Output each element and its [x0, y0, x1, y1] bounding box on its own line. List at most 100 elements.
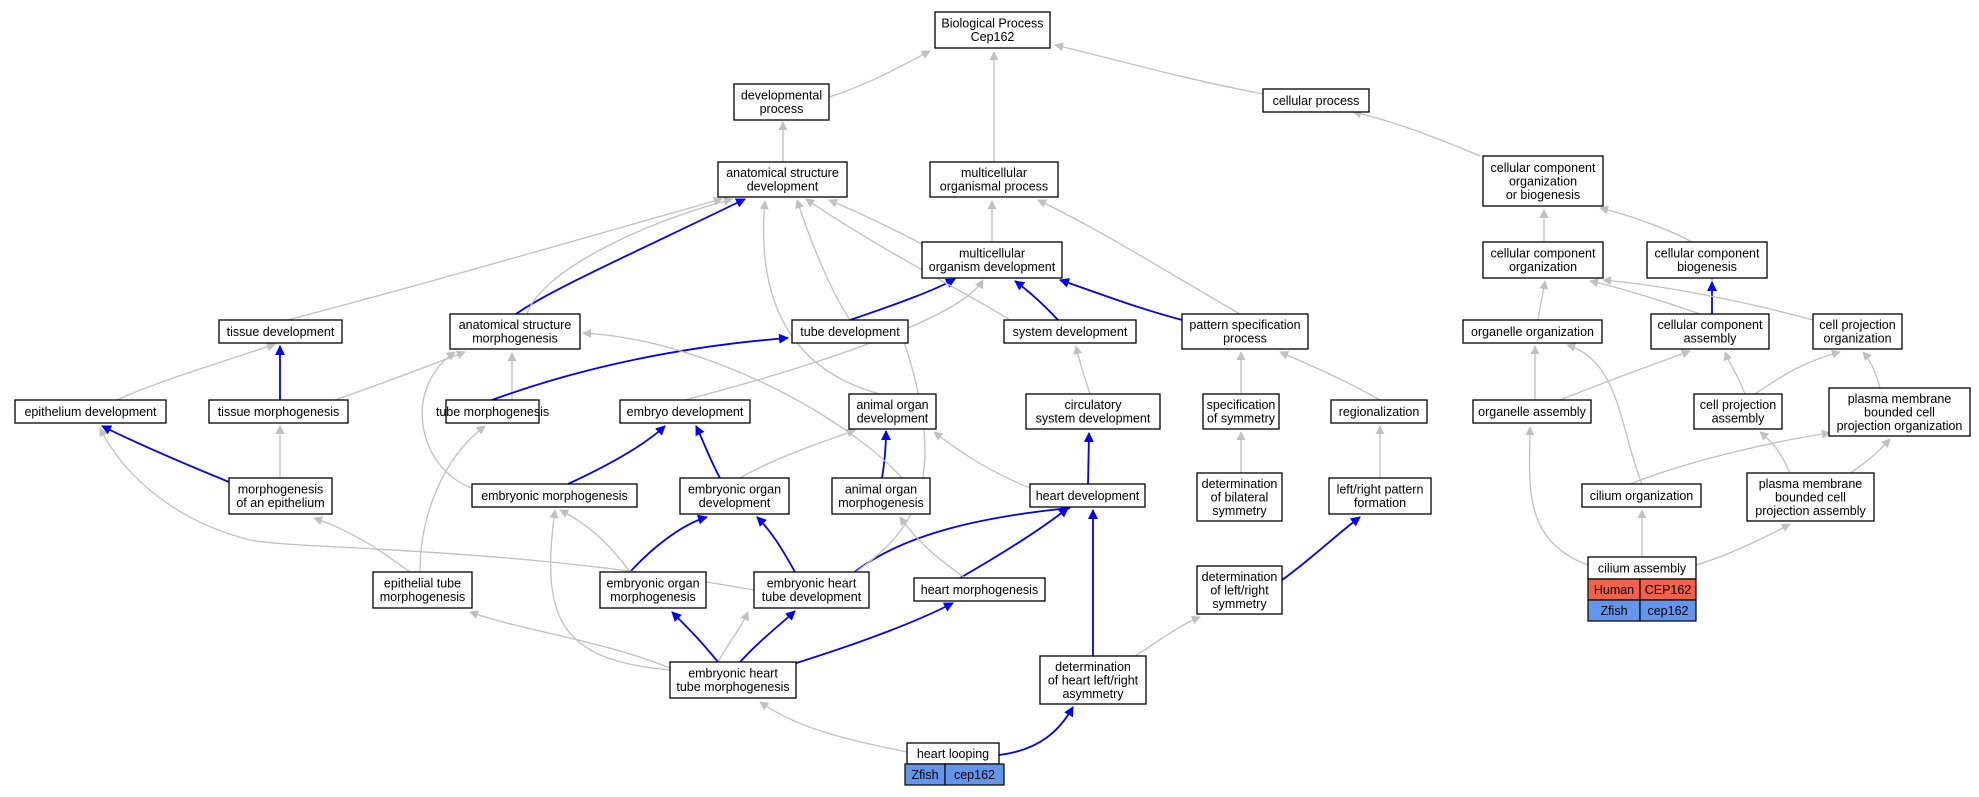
node-co[interactable]: cilium organization [1581, 483, 1702, 508]
node-label-line: formation [1354, 496, 1406, 510]
node-box [599, 571, 707, 609]
node-box [1196, 472, 1283, 522]
node-label-line: multicellular [959, 247, 1025, 261]
node-label-line: tube morphogenesis [676, 680, 789, 694]
node-hd[interactable]: heart development [1029, 483, 1146, 508]
node-tis[interactable]: tissue development [218, 319, 343, 344]
edge-dev-0 [828, 50, 931, 98]
node-tmo[interactable]: tissue morphogenesis [208, 399, 349, 424]
edge-tis-12 [286, 196, 723, 321]
node-box [848, 393, 937, 430]
node-label-line: plasma membrane [1848, 392, 1952, 406]
node-hl[interactable]: heart looping [906, 742, 1000, 765]
node-box [14, 399, 167, 424]
node-oa[interactable]: organelle assembly [1472, 399, 1592, 424]
node-label: tube morphogenesis [436, 405, 549, 419]
edge-ehtd-58 [756, 516, 796, 573]
node-box [1650, 313, 1770, 350]
node-label-line: animal organ [845, 483, 917, 497]
node-label-line: cilium organization [1590, 489, 1694, 503]
node-box [1482, 155, 1604, 207]
node-ca[interactable]: cilium assembly [1587, 556, 1697, 580]
node-box [1202, 393, 1280, 430]
node-tube[interactable]: tube development [791, 319, 909, 344]
edge-eom-56 [629, 514, 708, 573]
node-tubm[interactable]: tube morphogenesis [436, 399, 549, 424]
node-box [679, 477, 790, 515]
edge-cpo-22 [1602, 276, 1814, 321]
node-label-line: anatomical structure [726, 166, 839, 180]
node-label-line: determination [1202, 570, 1278, 584]
node-epi[interactable]: epithelium development [14, 399, 167, 424]
node-emb[interactable]: embryo development [619, 399, 751, 424]
gene-label: cep162 [954, 768, 995, 782]
node-label-line: organization [1509, 260, 1577, 274]
edge-aod-29 [759, 200, 881, 395]
node-label: heart looping [917, 747, 989, 761]
node-label-line: embryonic heart [767, 577, 857, 591]
edges [99, 42, 1891, 756]
edge-pmba-52 [1759, 431, 1791, 474]
edge-circ-30 [1073, 345, 1091, 395]
gene-label: CEP162 [1645, 583, 1692, 597]
node-embm[interactable]: embryonic morphogenesis [471, 483, 638, 508]
node-label-line: embryonic morphogenesis [481, 489, 628, 503]
node-box [208, 399, 349, 424]
node-hm[interactable]: heart morphogenesis [913, 577, 1046, 602]
node-label-line: projection assembly [1755, 504, 1866, 518]
node-label-line: of heart left/right [1048, 673, 1139, 687]
node-label-line: determination [1055, 660, 1131, 674]
node-oo[interactable]: organelle organization [1462, 319, 1603, 344]
edge-cpa-36 [1754, 349, 1841, 395]
node-cell[interactable]: cellular process [1262, 88, 1370, 113]
node-label-line: cellular component [1491, 247, 1596, 261]
edge-hm-61 [959, 507, 1069, 579]
node-sys[interactable]: system development [1003, 319, 1137, 344]
node-label-line: cellular component [1655, 247, 1760, 261]
node-label: embryonic morphogenesis [481, 489, 628, 503]
edge-etm-55 [313, 516, 411, 573]
node-label-line: system development [1036, 412, 1151, 426]
edge-eod-42 [695, 425, 721, 479]
node-label-line: cell projection [1700, 398, 1776, 412]
node-reg[interactable]: regionalization [1330, 399, 1428, 424]
